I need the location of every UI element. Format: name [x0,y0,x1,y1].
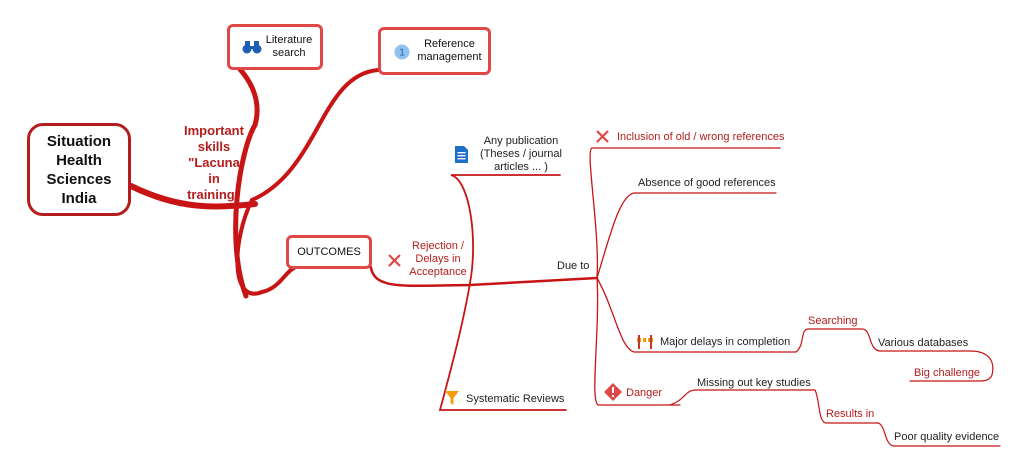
link-root-skills [128,183,258,210]
big-challenge-label[interactable]: Big challenge [914,367,981,379]
hurdle-icon [637,335,653,349]
any-publication-label[interactable]: Any publication (Theses / journal articl… [480,135,562,173]
number-one-icon: 1 [394,44,410,60]
skills-branch-label: Important skills "Lacuna in training" [184,123,244,202]
link-absence [596,192,777,279]
link-rejection [368,260,599,288]
reference-management-node[interactable]: 1 Reference management [378,27,491,75]
binoculars-icon [242,41,262,54]
missing-out-key-studies-label[interactable]: Missing out key studies [697,377,811,389]
danger-label[interactable]: Danger [626,387,663,399]
link-results-in [814,389,879,424]
filter-icon [445,391,459,405]
poor-quality-evidence-label[interactable]: Poor quality evidence [894,431,1000,443]
link-poor-quality [877,422,1001,447]
link-searching [795,328,863,353]
root-node-situation[interactable]: Situation Health Sciences India [27,123,131,216]
link-various-databases [861,328,971,352]
literature-search-label: Literature search [265,34,313,59]
link-inclusion [589,147,781,279]
link-reference-management [250,68,484,202]
due-to-label[interactable]: Due to [557,260,590,272]
inclusion-old-references-label[interactable]: Inclusion of old / wrong references [617,131,785,143]
warning-diamond-icon [604,383,622,401]
link-systematic-reviews [438,282,567,411]
link-danger [594,277,681,406]
major-delays-label[interactable]: Major delays in completion [660,336,791,348]
link-major-delays [596,277,797,353]
various-databases-label[interactable]: Various databases [878,337,969,349]
link-any-publication [450,174,561,284]
reference-management-label: Reference management [417,38,482,63]
outcomes-node[interactable]: OUTCOMES [286,235,372,269]
document-icon [455,146,468,163]
results-in-label[interactable]: Results in [826,408,875,420]
link-outcomes [235,198,296,296]
outcomes-label: OUTCOMES [297,245,361,258]
systematic-reviews-label[interactable]: Systematic Reviews [466,393,565,405]
rejection-label[interactable]: Rejection / Delays in Acceptance [409,240,467,278]
link-missing-out [669,389,816,406]
cross-icon [388,254,401,267]
svg-text:1: 1 [399,48,405,59]
cross-icon [596,130,609,143]
absence-good-references-label[interactable]: Absence of good references [638,177,776,189]
link-big-challenge [909,350,994,382]
searching-label[interactable]: Searching [808,315,858,327]
literature-search-node[interactable]: Literature search [227,24,323,70]
